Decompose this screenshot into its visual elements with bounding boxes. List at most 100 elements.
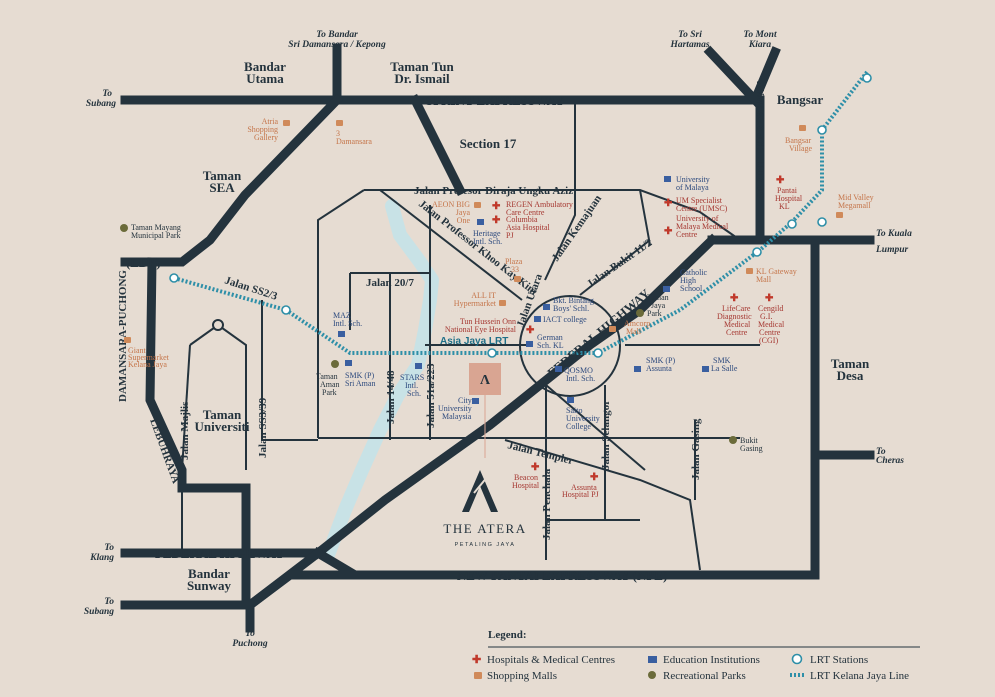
road-label-templer: Jalan Templer (506, 439, 575, 467)
svg-text:STARS: STARS (400, 373, 424, 382)
road-label-bukit: Jalan Bukit 11/2 (585, 237, 655, 291)
lrt-station[interactable] (752, 247, 762, 257)
svg-text:QOSMO: QOSMO (564, 366, 593, 375)
svg-text:Bandar: Bandar (244, 59, 286, 74)
svg-text:Intl. Sch.: Intl. Sch. (473, 237, 502, 246)
lrt-station[interactable] (281, 305, 291, 315)
svg-text:Bandar: Bandar (188, 566, 230, 581)
road-label-j207: Jalan 20/7 (366, 277, 414, 289)
svg-text:Intl. Sch.: Intl. Sch. (333, 319, 362, 328)
lrt-station-label: Asia Jaya LRT (440, 336, 508, 347)
legend-education: Education Institutions (663, 654, 760, 666)
svg-text:KL Gateway: KL Gateway (756, 267, 797, 276)
poi-catholic[interactable]: Catholic High School (663, 268, 708, 293)
road-label-npe: NEW PANTAI EXPRESSWAY (NPE) (457, 568, 667, 583)
lrt-station[interactable] (862, 73, 872, 83)
lrt-station[interactable] (817, 125, 827, 135)
svg-text:SMK (P): SMK (P) (345, 371, 374, 380)
poi-beacon[interactable]: ✚ Beacon Hospital (512, 462, 540, 490)
poi-saito[interactable]: Saito University College (566, 397, 600, 431)
road-label-majlis: Jalan Majlis (179, 401, 191, 460)
poi-smk-assunta[interactable]: SMK (P) Assunta (634, 356, 675, 373)
svg-text:Catholic: Catholic (680, 268, 708, 277)
svg-text:Assunta: Assunta (571, 483, 597, 492)
poi-atria[interactable]: Atria Shopping Gallery (247, 117, 290, 142)
lrt-station[interactable] (169, 273, 179, 283)
svg-text:✚: ✚ (765, 293, 774, 304)
station-icon (791, 653, 803, 665)
poi-pantai[interactable]: ✚ Pantai Hospital KL (775, 175, 803, 211)
svg-text:Gallery: Gallery (254, 133, 278, 142)
poi-heritage[interactable]: Heritage Intl. Sch. (473, 219, 502, 246)
poi-bukit-gasing[interactable]: Bukit Gasing (729, 436, 763, 453)
poi-3damansara[interactable]: 3 Damansara (336, 120, 372, 146)
svg-text:Puchong: Puchong (232, 639, 268, 649)
svg-text:To: To (876, 447, 886, 457)
svg-text:LifeCare: LifeCare (722, 304, 751, 313)
road-label-ldp: (LDP) (126, 255, 161, 270)
poi-um[interactable]: University of Malaya (664, 175, 710, 192)
svg-text:Cheras: Cheras (876, 456, 904, 466)
svg-text:Universiti: Universiti (195, 419, 250, 434)
svg-text:Municipal Park: Municipal Park (131, 231, 181, 240)
poi-smk-sri-aman[interactable]: SMK (P) Sri Aman (345, 360, 375, 388)
svg-text:✚: ✚ (776, 175, 785, 186)
svg-text:University: University (438, 404, 472, 413)
lrt-station[interactable] (487, 348, 497, 358)
lrt-station[interactable] (593, 348, 603, 358)
svg-text:Desa: Desa (837, 368, 864, 383)
poi-regen[interactable]: ✚ REGEN Ambulatory Care Centre (492, 200, 573, 217)
poi-ummc[interactable]: ✚ University of Malaya Medical Centre (664, 214, 729, 239)
poi-columbia[interactable]: ✚ Columbia Asia Hospital PJ (492, 215, 551, 240)
svg-text:Pantai: Pantai (777, 186, 798, 195)
poi-taman-mayang[interactable]: Taman Mayang Municipal Park (120, 223, 181, 240)
poi-stars[interactable]: STARS Intl. Sch. (400, 363, 424, 398)
poi-lifecare[interactable]: ✚ LifeCare Diagnostic Medical Centre (717, 293, 752, 337)
poi-bintang[interactable]: Bkt. Bintang Boys' Schl. (543, 296, 594, 313)
svg-text:Section 17: Section 17 (460, 136, 517, 151)
svg-text:REGEN Ambulatory: REGEN Ambulatory (506, 200, 573, 209)
poi-midvalley[interactable]: Mid Valley Megamall (836, 193, 874, 218)
hospital-icon: ✚ (472, 654, 481, 666)
poi-giant[interactable]: Giant Supermarket Kelana Jaya (124, 337, 170, 369)
poi-iact[interactable]: IACT college (534, 315, 587, 324)
minor-roads (181, 100, 760, 571)
lrt-station[interactable] (817, 217, 827, 227)
poi-cgi[interactable]: ✚ Cengild G.I. Medical Centre (CGI) (758, 293, 785, 345)
poi-taman-aman[interactable]: Taman Aman Park (316, 360, 340, 397)
svg-text:Taman: Taman (203, 168, 242, 183)
legend-line: LRT Kelana Jaya Line (810, 670, 909, 682)
svg-text:Sunway: Sunway (187, 578, 232, 593)
svg-text:✚: ✚ (492, 201, 501, 212)
legend-title: Legend: (488, 629, 527, 641)
svg-text:Subang: Subang (84, 607, 114, 617)
svg-text:Kelana Jaya: Kelana Jaya (128, 360, 167, 369)
poi-city-univ[interactable]: City University Malaysia (438, 396, 479, 421)
road-label-gasing: Jalan Gasing (690, 418, 702, 480)
svg-text:Hypermarket: Hypermarket (454, 299, 497, 308)
poi-kl-gateway[interactable]: KL Gateway Mall (746, 267, 797, 284)
svg-text:3: 3 (336, 129, 340, 138)
poi-aeon[interactable]: AEON BIG Jaya One (432, 200, 481, 225)
roundabout-federal[interactable] (519, 295, 621, 397)
svg-text:Sch. KL: Sch. KL (537, 341, 564, 350)
poi-allit[interactable]: ALL IT Hypermarket (454, 291, 506, 308)
poi-german[interactable]: German Sch. KL (526, 333, 564, 350)
lrt-station[interactable] (787, 219, 797, 229)
poi-bangsar-village[interactable]: Bangsar Village (785, 125, 813, 153)
poi-amcorp[interactable]: Amcorp Mall (609, 319, 650, 336)
svg-text:✚: ✚ (492, 215, 501, 226)
svg-text:✚: ✚ (664, 198, 673, 209)
poi-smk-lasalle[interactable]: SMK La Salle (702, 356, 738, 373)
poi-umsc[interactable]: ✚ UM Specialist Centre (UMSC) (664, 196, 728, 213)
poi-plaza33[interactable]: Plaza 33 (505, 257, 523, 282)
poi-tunhussein[interactable]: Tun Hussein Onn National Eye Hospital ✚ (445, 317, 535, 336)
svg-text:Hospital: Hospital (775, 194, 803, 203)
poi-assunta-hospital[interactable]: ✚ Assunta Hospital PJ (562, 472, 599, 499)
poi-taman-jaya[interactable]: Taman Jaya Park (636, 293, 669, 318)
svg-text:Asia Hospital: Asia Hospital (506, 223, 551, 232)
property-marker[interactable]: Λ (469, 363, 501, 458)
poi-maz[interactable]: MAZ Intl. Sch. (333, 311, 362, 337)
poi-qosmo[interactable]: QOSMO Intl. Sch. (555, 366, 595, 383)
svg-text:Plaza: Plaza (505, 257, 523, 266)
